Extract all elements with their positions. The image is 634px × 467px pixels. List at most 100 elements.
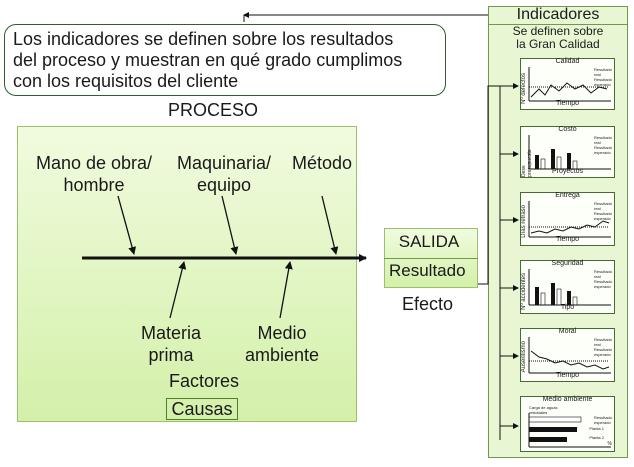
callout-line-2: del proceso y muestran en qué grado cump… [13,50,403,70]
legend-item: esperado [593,352,611,357]
cause-label: Materia [140,323,202,343]
mini-chart-xlabel: Proyectos [551,168,584,175]
mini-chart-ylabel: Ausentismo [521,341,527,373]
mini-chart-title: Moral [558,328,577,335]
hbar [529,427,577,432]
series-real [530,82,608,98]
mini-chart-xlabel: Tiempo [555,236,580,243]
indicators-subtitle: Se definen sobre la Gran Calidad [496,25,620,51]
causas-label: Causas [166,398,238,420]
mini-chart-entrega: Entrega Tiempo Días retraso Resultado re… [520,192,615,246]
mini-chart-title: Costo [558,126,577,133]
output-box: SALIDA Resultado [384,228,478,288]
series-real [530,350,610,370]
legend-item: esperado [593,150,611,155]
legend-item: Resultado [593,279,612,284]
mini-chart-plot [528,201,611,238]
process-title: PROCESO [168,100,259,120]
legend-item: real [593,140,601,145]
cause-metodo: Método [282,152,362,174]
legend-item: real [593,206,601,211]
bar [556,156,562,170]
legend-item: % [607,441,612,447]
factores-label: Factores [168,371,240,391]
mini-chart-title: Entrega [555,192,580,199]
mini-chart-calidad: Calidad Tiempo Nº defectos Resultado rea… [520,58,615,110]
legend-item: Resultado [593,269,612,274]
bone-metodo [321,195,339,255]
indicators-callout: Los indicadores se definen sobre los res… [4,24,446,96]
indicators-subtitle-2: la Gran Calidad [516,37,600,51]
mini-chart-title: Calidad [555,58,580,65]
mini-chart-seguridad: Seguridad Tipo Nº accidentes Resultado r… [520,260,615,314]
bar [535,287,539,305]
legend-item: Resultado [593,145,612,150]
mini-chart-moral: Moral Tiempo Ausentismo Resultado real R… [520,328,615,382]
mini-chart-xlabel: Tiempo [555,372,580,379]
cause-mano-de-obra: Mano de obra/ hombre [24,152,164,196]
mini-chart-ylabel: Desv. presupuesto [521,149,533,177]
mini-chart-plot [528,413,611,448]
legend-item: Resultado [593,201,612,206]
legend-item: Resultado [593,67,612,72]
bar [556,288,562,306]
legend-item: Resultado [593,77,612,82]
callout-line-3: con los requisitos del cliente [13,71,239,91]
mini-chart-legend: Resultado real Resultado esperado [594,337,612,357]
bar [567,291,571,305]
mini-chart-medio-ambiente: Medio ambiente Carga de aguas residuales… [520,396,615,452]
indicators-subtitle-1: Se definen sobre [512,24,604,38]
mini-chart-ylabel: Días retraso [521,205,527,238]
output-divider [384,258,478,259]
mini-chart-costo: Costo Proyectos Desv. presupuesto Result… [520,126,615,178]
cause-label: ambiente [244,345,320,365]
mini-chart-plot [528,337,611,374]
legend-item: Resultado [593,347,612,352]
mini-chart-title: Seguridad [551,260,584,267]
cause-maquinaria: Maquinaria/ equipo [164,152,284,196]
mini-chart-legend: Resultado real Resultado esperado [594,269,612,289]
bone-maquinaria [221,195,239,255]
legend-item: Resultado [593,337,612,342]
mini-chart-legend: Resultado real Resultado esperado [594,67,612,87]
resultado-label: Resultado [389,261,466,280]
legend-item: real [593,72,601,77]
process-box [17,126,357,422]
legend-item: Resultado [593,135,612,140]
legend-item: esperado [593,216,611,221]
cause-label: hombre [63,175,125,195]
bar [540,158,546,170]
mini-chart-legend: Resultado esperado [594,415,612,425]
bar [540,292,546,306]
cause-label: Maquinaria/ [176,153,272,173]
legend-item: esperado [593,284,611,289]
bar [572,160,578,170]
legend-item: Planta 1 [589,426,604,431]
indicators-title: Indicadores [488,6,628,25]
cause-label: prima [148,345,194,365]
bone-materia-prima [169,261,187,319]
legend-item: Resultado [593,211,612,216]
cause-label: Medio [257,323,307,343]
mini-chart-plot [528,135,611,170]
hbar [528,416,582,423]
cause-medio-ambiente: Medio ambiente [234,322,330,366]
legend-item: esperado [593,420,611,425]
mini-chart-legend: Resultado real Resultado esperado [594,201,612,221]
hbar [529,437,567,442]
legend-item: real [593,342,601,347]
bar [551,283,555,305]
mini-chart-note: Carga de aguas residuales [529,405,558,415]
mini-chart-ylabel: Nº defectos [521,73,527,104]
cause-materia-prima: Materia prima [126,322,216,366]
mini-chart-legend: Resultado real Resultado esperado [594,135,612,155]
bone-mano-de-obra [117,195,136,255]
mini-chart-plot [528,67,611,102]
cause-label: Método [291,153,353,173]
legend-item: Planta 2 [589,435,604,440]
legend-item: Resultado [593,415,612,420]
legend-item: real [593,274,601,279]
efecto-label: Efecto [402,294,454,314]
